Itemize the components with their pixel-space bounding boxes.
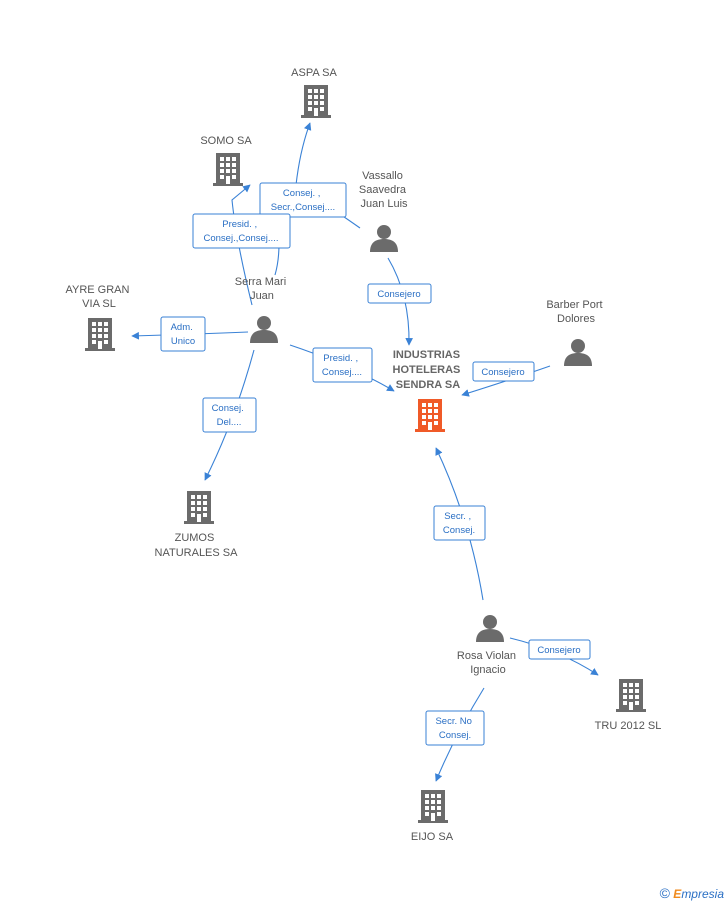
building-icon	[184, 491, 214, 524]
edge-label-line: Unico	[171, 336, 195, 347]
node-label-line: ASPA SA	[291, 67, 337, 79]
svg-text:Consejero: Consejero	[377, 289, 420, 300]
edge-label-line: Secr.,Consej....	[271, 202, 335, 213]
edge-label-box[interactable]: Secr. No Consej.	[425, 710, 485, 746]
svg-text:Consej. Del....: Consej. Del....	[212, 403, 247, 428]
node-label-line: EIJO SA	[411, 831, 454, 843]
empresia-watermark: © Empresia	[660, 885, 724, 901]
copyright-symbol: ©	[659, 885, 670, 901]
edge-label-line: Adm.	[171, 322, 193, 333]
edge-label-line: Consej.,Consej....	[204, 233, 279, 244]
node-label-line: Dolores	[557, 313, 595, 325]
edge-label-box[interactable]: Consejero	[367, 283, 432, 304]
edge-label-box[interactable]: Adm. Unico	[160, 316, 206, 352]
edge-label-line: Secr. No	[435, 716, 471, 727]
edge-label-line: Secr. ,	[444, 511, 471, 522]
building-icon	[418, 790, 448, 823]
svg-text:Adm. Unico: Adm. Unico	[171, 322, 196, 347]
node-label-line: Rosa Violan	[457, 650, 516, 662]
edge-label-line: Consej.	[443, 525, 475, 536]
edge-label-line: Presid. ,	[222, 219, 257, 230]
company-node-ayre[interactable]: AYRE GRAN VIA SL	[65, 284, 132, 351]
svg-text:AYRE GRAN VIA SL: AYRE GRAN VIA SL	[65, 284, 132, 310]
svg-text:Presid. , Consej....: Presid. , Consej....	[322, 353, 362, 378]
edge-label-line: Consej.	[439, 730, 471, 741]
node-label-line: VIA SL	[82, 298, 116, 310]
svg-text:Consejero: Consejero	[481, 367, 524, 378]
brand-name: mpresia	[681, 887, 724, 901]
edge-label-box[interactable]: Consej. Del....	[202, 397, 257, 433]
brand-initial: E	[673, 887, 682, 901]
node-label-line: ZUMOS	[175, 532, 215, 544]
node-label-line: Juan Luis	[360, 198, 408, 210]
edge-label-box[interactable]: Secr. , Consej.	[433, 505, 486, 541]
svg-text:TRU 2012 SL: TRU 2012 SL	[595, 720, 662, 732]
edge-label-line: Del....	[217, 417, 242, 428]
person-node-vassallo[interactable]: Vassallo Saavedra Juan Luis	[359, 170, 409, 252]
company-node-main[interactable]: INDUSTRIAS HOTELERAS SENDRA SA	[393, 349, 464, 432]
edge-label-box[interactable]: Consejero	[472, 361, 535, 382]
person-node-rosa[interactable]: Rosa Violan Ignacio	[457, 615, 519, 676]
node-label-line: Barber Port	[546, 299, 602, 311]
node-label-line: AYRE GRAN	[65, 284, 129, 296]
node-label-line: Saavedra	[359, 184, 407, 196]
edge-label-line: Consejero	[537, 645, 580, 656]
edge-label-line: Consejero	[481, 367, 524, 378]
building-icon	[616, 679, 646, 712]
node-label-line: TRU 2012 SL	[595, 720, 662, 732]
edge-label-line: Consej.	[212, 403, 244, 414]
node-label-line: Juan	[250, 290, 274, 302]
edge-label-box[interactable]: Presid. , Consej.,Consej....	[192, 213, 291, 249]
node-label-line: SENDRA SA	[396, 379, 460, 391]
svg-text:Consej. , Secr.,Consej: Consej. , Secr.,Consej....	[271, 188, 335, 213]
svg-text:ZUMOS NATURALES SA: ZUMOS NATURALES SA	[155, 532, 239, 559]
edge-label-line: Consej....	[322, 367, 362, 378]
svg-text:INDUSTRIAS HOTELERAS: INDUSTRIAS HOTELERAS SENDRA SA	[393, 349, 464, 391]
svg-text:Rosa Violan Ignacio: Rosa Violan Ignacio	[457, 650, 519, 676]
svg-text:Consejero: Consejero	[537, 645, 580, 656]
node-label-line: Serra Mari	[235, 276, 286, 288]
node-label-line: Vassallo	[362, 170, 403, 182]
svg-text:Secr. No Consej.: Secr. No Consej.	[435, 716, 474, 741]
node-label-line: NATURALES SA	[155, 547, 239, 559]
svg-text:Secr. , Consej.: Secr. , Consej.	[443, 511, 475, 536]
svg-text:Vassallo Saavedra: Vassallo Saavedra Juan Luis	[359, 170, 409, 210]
building-icon	[213, 153, 243, 186]
svg-text:Serra Mari Juan: Serra Mari Juan	[235, 276, 289, 302]
node-label-line: Ignacio	[470, 664, 505, 676]
company-node-tru[interactable]: TRU 2012 SL	[595, 679, 662, 732]
company-node-somo[interactable]: SOMO SA	[200, 135, 252, 186]
svg-text:ASPA SA: ASPA SA	[291, 67, 337, 79]
person-node-serra[interactable]: Serra Mari Juan	[235, 276, 289, 343]
company-node-eijo[interactable]: EIJO SA	[411, 790, 454, 843]
building-icon	[85, 318, 115, 351]
edge-label-box[interactable]: Consejero	[528, 639, 591, 660]
node-label-line: INDUSTRIAS	[393, 349, 460, 361]
person-icon	[370, 225, 398, 252]
svg-text:SOMO SA: SOMO SA	[200, 135, 252, 147]
svg-text:Presid. , Consej.,Cons: Presid. , Consej.,Consej....	[204, 219, 279, 244]
edge-label-line: Consejero	[377, 289, 420, 300]
person-icon	[564, 339, 592, 366]
svg-text:EIJO SA: EIJO SA	[411, 831, 454, 843]
company-node-aspa[interactable]: ASPA SA	[291, 67, 337, 118]
company-node-zumos[interactable]: ZUMOS NATURALES SA	[155, 491, 239, 559]
edge-label-line: Consej. ,	[283, 188, 321, 199]
node-label-line: HOTELERAS	[393, 364, 461, 376]
building-icon	[415, 399, 445, 432]
person-icon	[250, 316, 278, 343]
edge-label-box[interactable]: Consej. , Secr.,Consej....	[259, 182, 347, 218]
edge-label-box[interactable]: Presid. , Consej....	[312, 347, 373, 383]
svg-text:Barber Port Dolores: Barber Port Dolores	[546, 299, 605, 325]
person-node-barber[interactable]: Barber Port Dolores	[546, 299, 605, 366]
building-icon	[301, 85, 331, 118]
person-icon	[476, 615, 504, 642]
node-label-line: SOMO SA	[200, 135, 252, 147]
edge-label-line: Presid. ,	[323, 353, 358, 364]
